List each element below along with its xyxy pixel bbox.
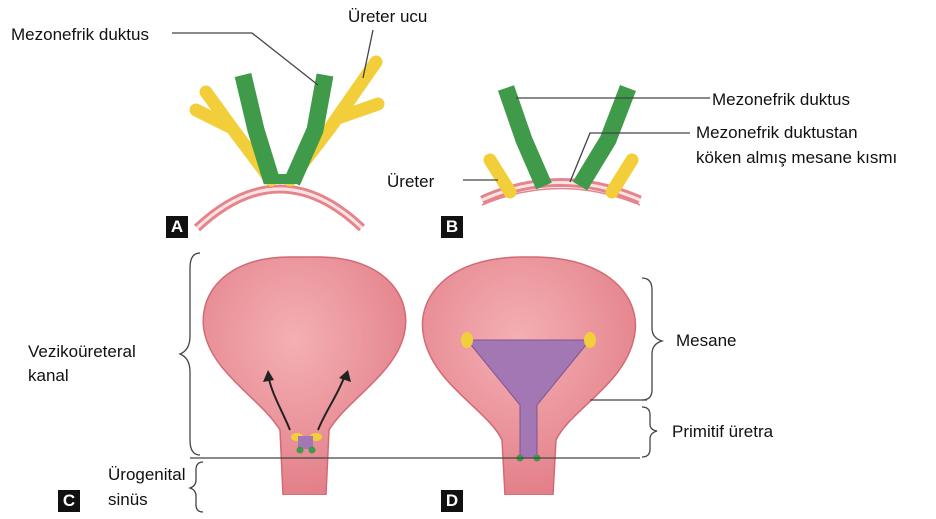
label-vezikoureteral-line1: Vezikoüreteral <box>28 341 136 362</box>
panel-d-drawing <box>422 257 635 519</box>
label-mezonefrik-duktustan-line2: köken almış mesane kısmı <box>696 147 897 168</box>
mesonephric-duct-left-b <box>506 88 544 186</box>
brace-urogenital <box>190 462 203 512</box>
ureter-b-left <box>490 160 510 192</box>
panel-label-b: B <box>441 216 463 238</box>
label-ureter-ucu: Üreter ucu <box>348 6 427 27</box>
label-ureter: Üreter <box>387 171 434 192</box>
panel-a-drawing <box>196 62 378 228</box>
label-primitif-uretra: Primitif üretra <box>672 421 773 442</box>
panel-label-d: D <box>441 490 463 512</box>
panel-label-a: A <box>166 216 188 238</box>
label-mezonefrik-duktustan-line1: Mezonefrik duktustan <box>696 122 858 143</box>
panel-b-drawing <box>482 88 640 205</box>
label-mezonefrik-duktus-a: Mezonefrik duktus <box>11 24 149 45</box>
label-urogenital-line2: sinüs <box>108 489 148 510</box>
brace-vezikoureteral <box>180 253 200 455</box>
panel-c-drawing <box>203 257 406 519</box>
ureter-b-right <box>612 160 632 192</box>
panel-label-c: C <box>58 490 80 512</box>
brace-mesane <box>642 278 662 400</box>
brace-primitif-uretra <box>642 407 657 457</box>
label-mesane: Mesane <box>676 330 736 351</box>
bladder-c <box>203 257 406 495</box>
label-mezonefrik-duktus-b: Mezonefrik duktus <box>712 89 850 110</box>
label-urogenital-line1: Ürogenital <box>108 464 186 485</box>
label-vezikoureteral-line2: kanal <box>28 365 69 386</box>
